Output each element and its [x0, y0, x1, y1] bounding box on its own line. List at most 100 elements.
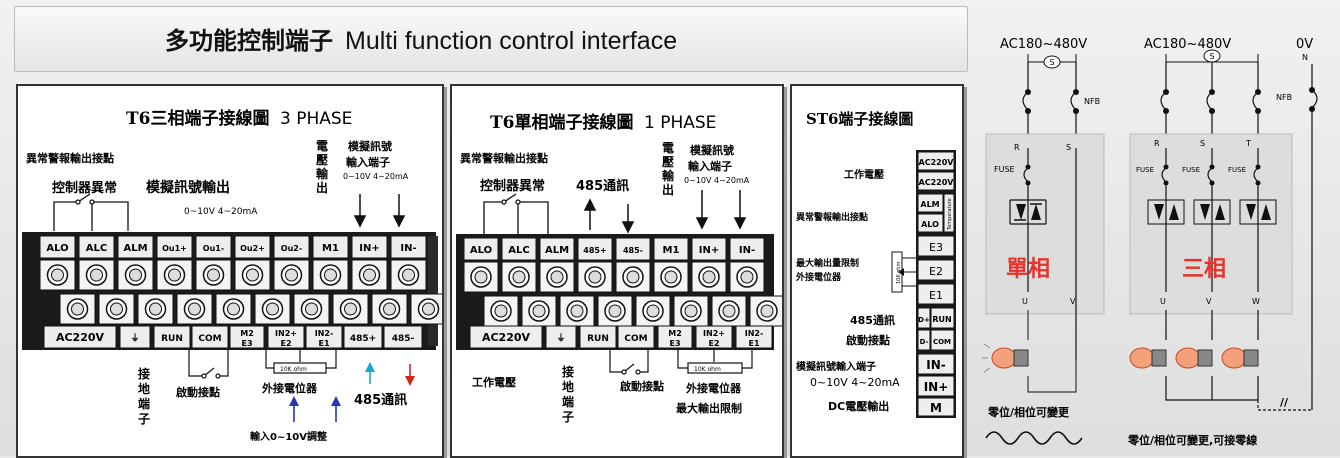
- screw-slot: [626, 270, 640, 284]
- st6-term-alo[interactable]: [917, 213, 944, 233]
- terminal-ac220v-label: AC220V: [56, 331, 105, 344]
- st6-term-run-label: RUN: [932, 315, 951, 324]
- terminal-com[interactable]: [617, 325, 655, 349]
- voltage-output-vertical-label: 電 壓 輸 出: [662, 141, 675, 197]
- st6-term-e2[interactable]: [917, 259, 955, 281]
- terminal-alm[interactable]: [539, 237, 575, 261]
- terminal-alm[interactable]: [117, 235, 154, 259]
- screw-slot: [402, 268, 415, 282]
- three-lamp-icons: [1129, 347, 1259, 369]
- pot-ohm-label: 10K ohm: [694, 366, 721, 373]
- terminal-ac220v-label: AC220V: [482, 331, 531, 344]
- terminal-alo[interactable]: [39, 235, 76, 259]
- st6-term-com[interactable]: [930, 329, 955, 351]
- st6-term-e1[interactable]: [917, 283, 955, 305]
- screw-slot: [760, 304, 774, 318]
- terminal-485minus[interactable]: [383, 325, 423, 349]
- terminal-in2plusminuse2[interactable]: [267, 325, 305, 349]
- terminal-com[interactable]: [191, 325, 229, 349]
- screw-slot: [608, 304, 622, 318]
- panel-st6: ST6端子接線圖 工作電壓 異常警報輸出接點 最大輸出量限制 外接電位器 485…: [790, 84, 964, 458]
- analog-input-terminal-label: 輸入端子: [688, 159, 732, 173]
- terminal-[interactable]: [119, 325, 151, 349]
- ground-char-4: 子: [138, 412, 150, 426]
- terminal-in2minusminuse1[interactable]: [735, 325, 773, 349]
- terminal-485minus[interactable]: [615, 237, 651, 261]
- terminal-[interactable]: [545, 325, 577, 349]
- terminal-ac220v[interactable]: [469, 325, 543, 349]
- st6-term-dminus[interactable]: [917, 329, 931, 351]
- pot-ohm-label: 10K ohm: [280, 366, 307, 373]
- terminal-m2minuse3[interactable]: [229, 325, 265, 349]
- screw-slot: [110, 302, 123, 316]
- screw-slot: [383, 302, 396, 316]
- three-s-label: S: [1200, 139, 1205, 148]
- rs485-label: 485通訊: [354, 392, 407, 408]
- ground-char-2: 地: [562, 379, 574, 394]
- fuse-node: [1163, 164, 1169, 170]
- terminal-ou1minus[interactable]: [195, 235, 232, 259]
- st6-term-m[interactable]: [917, 397, 955, 417]
- terminal-485plus[interactable]: [343, 325, 383, 349]
- single-s-label: S: [1066, 143, 1071, 152]
- st6-term-ac220v-2[interactable]: [917, 171, 955, 191]
- fuse-node: [1209, 164, 1215, 170]
- three-phase-wiring: AC180~480V 0V N S: [1127, 37, 1318, 447]
- screw-slot: [207, 268, 220, 282]
- terminal-alc[interactable]: [501, 237, 537, 261]
- st6-work-voltage-label: 工作電壓: [844, 168, 884, 181]
- terminal-m1-label: M1: [322, 243, 339, 254]
- terminal-m2minuse3[interactable]: [657, 325, 693, 349]
- analog-output-range: 0~10V 4~20mA: [184, 207, 258, 217]
- terminal-e3-label: E3: [241, 339, 252, 348]
- screw-slot: [285, 268, 298, 282]
- st6-term-e3[interactable]: [917, 235, 955, 257]
- max-output-limit-label: 最大輸出限制: [676, 401, 742, 415]
- terminal-in2plusminuse2[interactable]: [695, 325, 733, 349]
- st6-term-run[interactable]: [930, 307, 955, 329]
- st6-term-dplus[interactable]: [917, 307, 931, 329]
- screw-slot: [149, 302, 162, 316]
- terminal-ou2minus[interactable]: [273, 235, 310, 259]
- controller-abnormal-label: 控制器異常: [480, 178, 545, 194]
- vo-char-1: 電: [316, 139, 328, 153]
- terminal-alm-label: ALM: [545, 245, 569, 256]
- analog-input-label: 模擬訊號: [690, 143, 734, 157]
- screw-slot: [188, 302, 201, 316]
- terminal-in2minusminuse1[interactable]: [305, 325, 343, 349]
- panel-st6-svg: ST6端子接線圖 工作電壓 異常警報輸出接點 最大輸出量限制 外接電位器 485…: [795, 110, 956, 418]
- ground-terminal-label: 接 地 端 子: [562, 364, 574, 424]
- terminal-m1[interactable]: [653, 237, 689, 261]
- terminal-inplus[interactable]: [691, 237, 727, 261]
- st6-term-in-plus[interactable]: [917, 375, 955, 397]
- terminal-alc[interactable]: [78, 235, 115, 259]
- external-potentiometer-symbol: [265, 350, 337, 374]
- panel-1phase-title-en: 1 PHASE: [644, 113, 716, 133]
- terminal-in2plus-label: IN2+: [703, 329, 725, 338]
- ground-char-3: 端: [138, 396, 150, 411]
- terminal-run[interactable]: [153, 325, 191, 349]
- st6-term-in-minus[interactable]: [917, 353, 955, 375]
- terminal-inminus[interactable]: [729, 237, 765, 261]
- screw-slot: [51, 268, 64, 282]
- terminal-m1[interactable]: [312, 235, 349, 259]
- three-nfb-label: NFB: [1276, 93, 1292, 102]
- terminal-ac220v[interactable]: [43, 325, 117, 349]
- st6-term-alm[interactable]: [917, 193, 944, 213]
- screw-slot: [702, 270, 716, 284]
- terminal-run-label: RUN: [161, 334, 183, 344]
- terminal-485plus[interactable]: [577, 237, 613, 261]
- terminal-ou2plus[interactable]: [234, 235, 271, 259]
- terminal-run[interactable]: [579, 325, 617, 349]
- st6-term-e2-label: E2: [929, 265, 943, 278]
- terminal-inplus[interactable]: [351, 235, 388, 259]
- single-fuse-label: FUSE: [994, 165, 1015, 174]
- st6-term-ac220v-1[interactable]: [917, 151, 955, 171]
- st6-term-dminus-label: D-: [920, 338, 929, 346]
- terminal-inminus[interactable]: [390, 235, 427, 259]
- terminal-alo[interactable]: [463, 237, 499, 261]
- vo-char-3: 輸: [662, 168, 675, 183]
- terminal-inminus-label: IN-: [739, 245, 755, 256]
- terminal-ou1plus[interactable]: [156, 235, 193, 259]
